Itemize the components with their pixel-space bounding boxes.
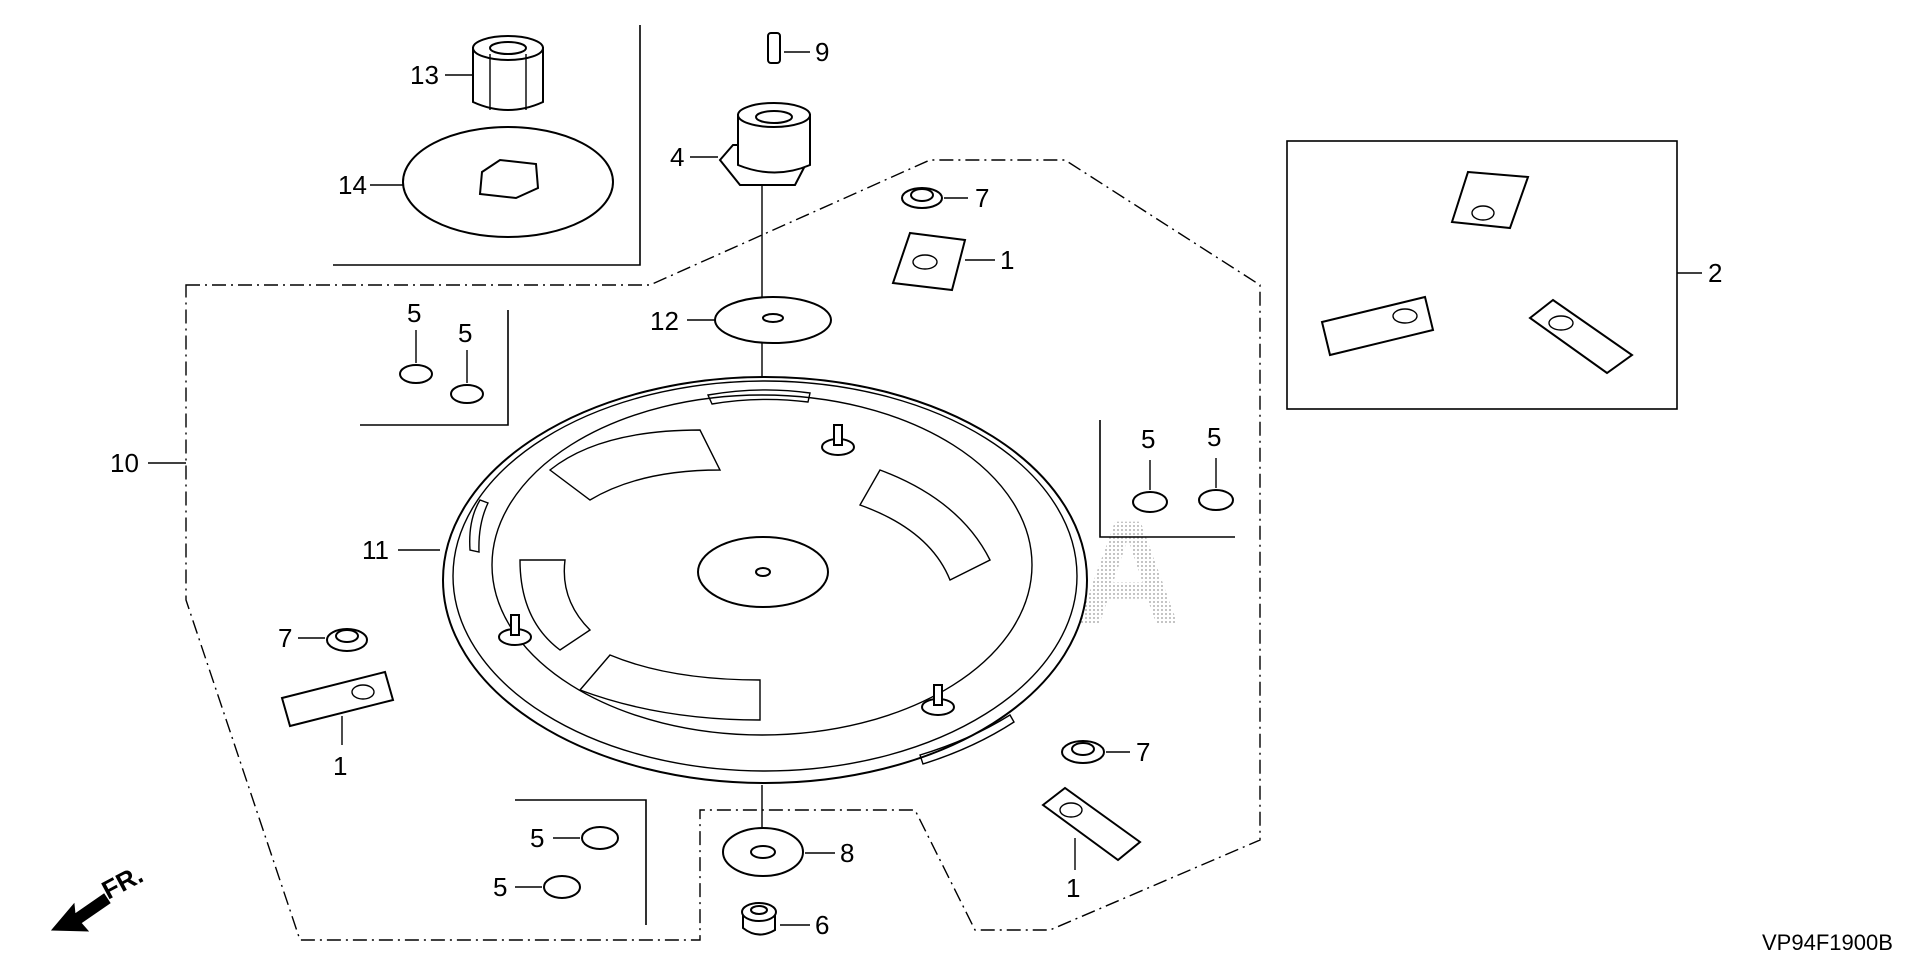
callout-4: 4 [670, 142, 684, 172]
callout-5: 5 [458, 318, 472, 348]
callout-5: 5 [1141, 424, 1155, 454]
nut-part-7-left[interactable] [326, 628, 368, 652]
stud-top [821, 424, 855, 456]
washer-part-8[interactable] [722, 827, 804, 877]
blade-set-box [1286, 140, 1678, 410]
callout-7-bottom-right: 7 [1136, 737, 1150, 767]
blade-holder-part-4[interactable] [718, 102, 811, 186]
rivet-part-5[interactable] [1198, 489, 1234, 511]
rivet-group-upper-left: 5 5 [360, 298, 509, 426]
stud-bottom [921, 684, 955, 716]
blade-set-blade-2[interactable] [1320, 295, 1435, 357]
blade-part-1-top[interactable] [891, 231, 967, 292]
collar-part-13[interactable] [472, 35, 544, 111]
stud-left [498, 614, 532, 646]
callout-7-left: 7 [278, 623, 292, 653]
callout-7-top: 7 [975, 183, 989, 213]
callout-12: 12 [650, 306, 679, 336]
callout-2: 2 [1708, 258, 1722, 288]
callout-5: 5 [530, 823, 544, 853]
callout-9: 9 [815, 37, 829, 67]
rivet-part-5[interactable] [581, 826, 619, 850]
front-direction-arrow: FR. [50, 859, 148, 932]
callout-1-left: 1 [333, 751, 347, 781]
callout-13: 13 [410, 60, 439, 90]
rivet-group-bottom: 5 5 [493, 799, 647, 925]
nut-part-7-bottom-right[interactable] [1061, 740, 1105, 764]
arrow-icon [50, 893, 111, 932]
nut-part-7-top[interactable] [901, 187, 943, 209]
blade-set-blade-1[interactable] [1450, 170, 1530, 230]
spacer-disc-group: 13 14 [333, 25, 641, 266]
blade-part-1-left[interactable] [280, 670, 395, 728]
callout-6: 6 [815, 910, 829, 940]
callout-5: 5 [493, 872, 507, 902]
callout-5: 5 [1207, 422, 1221, 452]
rivet-group-right: 5 5 [1099, 420, 1235, 538]
nut-part-6[interactable] [741, 902, 777, 936]
washer-part-12[interactable] [714, 296, 832, 344]
blade-plate-part-11[interactable] [442, 376, 1088, 784]
blade-set-group: 2 [1286, 140, 1722, 410]
callout-14: 14 [338, 170, 367, 200]
callout-1-top: 1 [1000, 245, 1014, 275]
disc-part-14[interactable] [402, 126, 614, 238]
callout-8: 8 [840, 838, 854, 868]
rivet-part-5[interactable] [1132, 491, 1168, 513]
blade-set-blade-3[interactable] [1528, 298, 1634, 375]
callout-10: 10 [110, 448, 139, 478]
blade-part-1-bottom-right[interactable] [1041, 786, 1142, 862]
callout-1-bottom-right: 1 [1066, 873, 1080, 903]
callout-5: 5 [407, 298, 421, 328]
key-part-9[interactable] [767, 32, 781, 64]
assembly-outline [185, 159, 1261, 941]
rivet-part-5[interactable] [543, 875, 581, 899]
drawing-code: VP94F1900B [1762, 930, 1893, 955]
rivet-part-5[interactable] [399, 364, 433, 384]
rivet-part-5[interactable] [450, 384, 484, 404]
callout-11: 11 [362, 535, 389, 565]
